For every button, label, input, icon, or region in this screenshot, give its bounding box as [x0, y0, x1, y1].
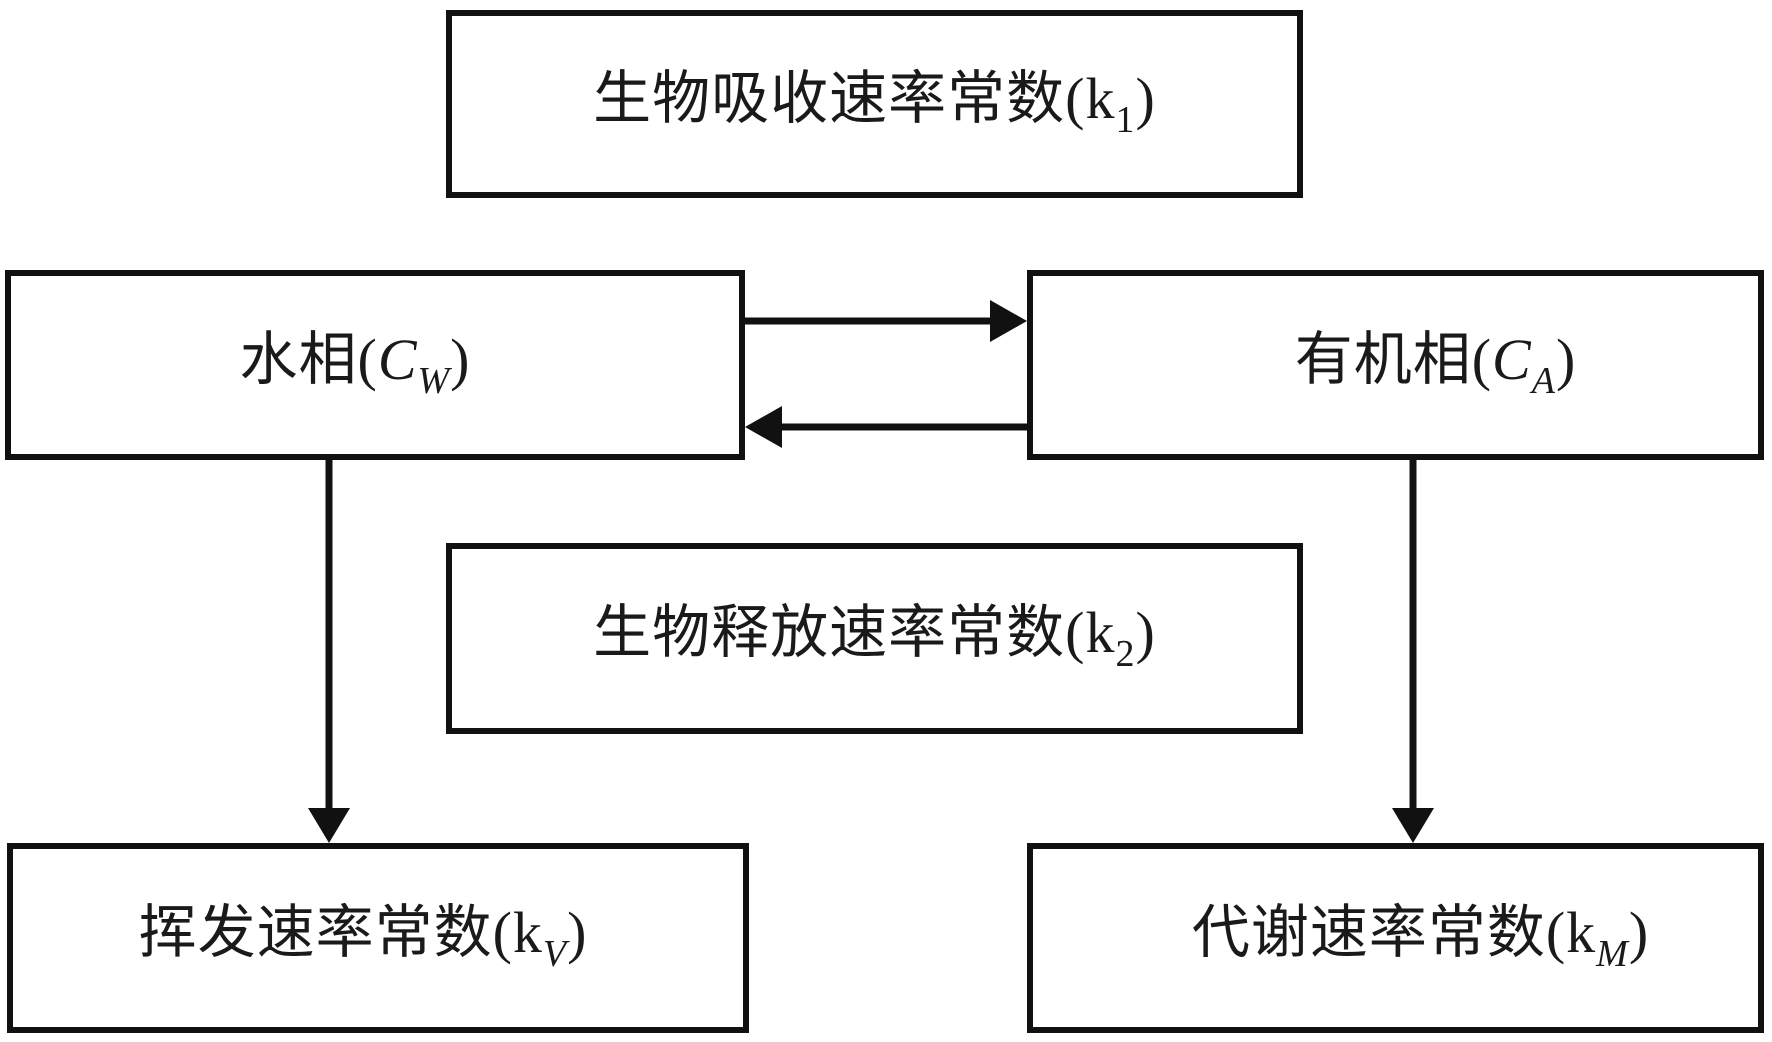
label-text: 生物释放速率常数(: [593, 600, 1086, 665]
label-close: ): [567, 899, 588, 965]
label-text: 挥发速率常数(: [138, 899, 513, 965]
water-phase-box: 水相(CW): [5, 270, 745, 460]
uptake-rate-constant-box: 生物吸收速率常数(k1): [446, 10, 1303, 198]
uptake-rate-constant-label: 生物吸收速率常数(k1): [593, 69, 1156, 141]
volatilization-rate-constant-box: 挥发速率常数(kV): [7, 843, 749, 1033]
release-rate-constant-box: 生物释放速率常数(k2): [446, 543, 1303, 734]
label-text: 生物吸收速率常数(: [593, 65, 1086, 131]
organic-phase-box: 有机相(CA): [1027, 270, 1764, 460]
arrow-organic-to-metabolism: [1392, 460, 1434, 843]
arrow-organic-to-water: [745, 406, 1027, 448]
label-symbol: k: [1085, 600, 1116, 665]
label-subscript: W: [417, 359, 451, 402]
label-symbol: k: [512, 899, 543, 965]
label-subscript: 2: [1115, 633, 1136, 675]
label-text: 水相(: [239, 326, 378, 392]
water-phase-label: 水相(CW): [240, 330, 471, 402]
label-subscript: M: [1596, 932, 1629, 975]
label-symbol: k: [1085, 65, 1116, 131]
release-rate-constant-label: 生物释放速率常数(k2): [593, 604, 1156, 675]
label-subscript: V: [542, 932, 568, 975]
volatilization-rate-constant-label: 挥发速率常数(kV): [139, 903, 588, 975]
arrowhead-left-icon: [745, 406, 782, 448]
arrowhead-down-icon: [1392, 808, 1434, 843]
label-symbol: C: [1492, 326, 1532, 392]
metabolism-rate-constant-box: 代谢速率常数(kM): [1027, 843, 1764, 1033]
arrow-water-to-organic: [745, 300, 1027, 342]
label-symbol: k: [1566, 899, 1597, 965]
label-close: ): [1135, 600, 1156, 665]
arrow-water-to-volatilization: [308, 460, 350, 843]
organic-phase-label: 有机相(CA): [1295, 330, 1577, 402]
arrowhead-right-icon: [990, 300, 1027, 342]
label-symbol: C: [377, 326, 418, 392]
label-close: ): [1555, 326, 1577, 392]
metabolism-rate-constant-label: 代谢速率常数(kM): [1192, 903, 1649, 975]
label-subscript: 1: [1115, 98, 1136, 141]
label-close: ): [450, 326, 471, 392]
label-text: 有机相(: [1294, 326, 1493, 392]
arrowhead-down-icon: [308, 808, 350, 843]
label-close: ): [1135, 65, 1156, 131]
label-subscript: A: [1531, 359, 1556, 402]
label-close: ): [1628, 899, 1650, 965]
label-text: 代谢速率常数(: [1191, 899, 1567, 965]
